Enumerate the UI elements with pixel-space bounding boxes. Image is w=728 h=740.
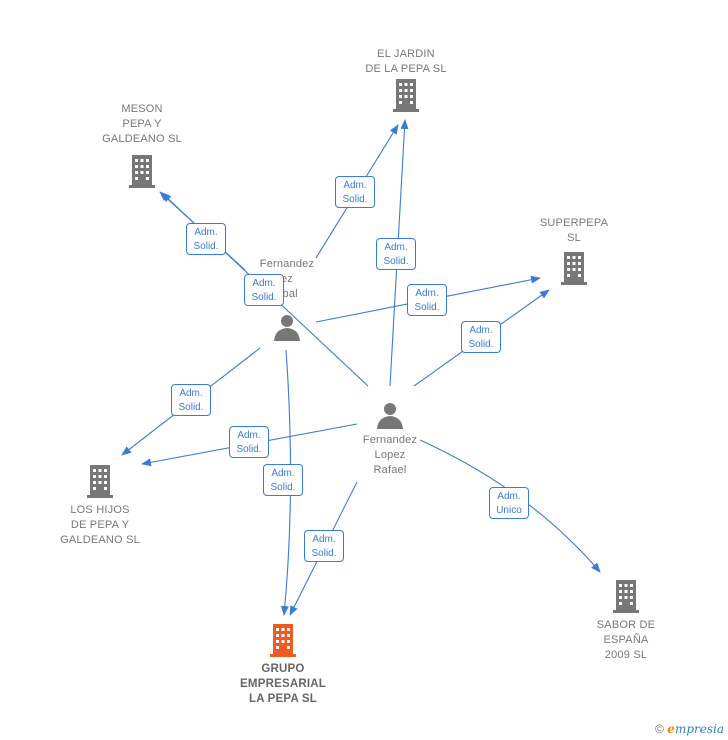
company-label: EL JARDIN DE LA PEPA SL [365, 48, 447, 75]
edge-label-rafael-jardin[interactable]: Adm. Solid. [376, 238, 416, 270]
company-node-hijos[interactable]: LOS HIJOS DE PEPA Y GALDEANO SL [40, 463, 160, 548]
role-line: Unico [496, 505, 522, 516]
person-icon [377, 403, 403, 429]
role-line: Adm. [194, 227, 218, 238]
role-line: Solid. [270, 482, 296, 493]
edge-label-rafael-sabor[interactable]: Adm. Unico [489, 487, 529, 519]
copyright-symbol: © [655, 722, 664, 736]
role-line: Adm. [497, 491, 521, 502]
person-node-rafael[interactable]: Fernandez Lopez Rafael [340, 400, 440, 478]
edge-label-rafael-superpepa[interactable]: Adm. Solid. [461, 321, 501, 353]
edge-label-rafael-grupo[interactable]: Adm. Solid. [304, 530, 344, 562]
edge-label-cristobal-superpepa[interactable]: Adm. Solid. [407, 284, 447, 316]
footer-brand: © empresia [655, 722, 724, 736]
edge-label-cristobal-hijos[interactable]: Adm. Solid. [171, 384, 211, 416]
company-label: SABOR DE ESPAÑA 2009 SL [596, 619, 656, 661]
edge-label-cristobal-jardin[interactable]: Adm. Solid. [335, 176, 375, 208]
role-line: Adm. [237, 430, 261, 441]
company-label: LOS HIJOS DE PEPA Y GALDEANO SL [60, 504, 140, 546]
company-label: SUPERPEPA SL [539, 217, 609, 244]
role-line: Adm. [312, 534, 336, 545]
person-node-cristobal[interactable]: Fernandez ez obal [237, 257, 337, 342]
role-line: Solid. [193, 241, 219, 252]
role-line: Solid. [342, 194, 368, 205]
company-node-meson[interactable]: MESON PEPA Y GALDEANO SL [82, 102, 202, 189]
edge-label-rafael-meson[interactable]: Adm. Solid. [244, 274, 284, 306]
company-node-grupo[interactable]: GRUPO EMPRESARIAL LA PEPA SL [222, 622, 344, 707]
building-icon [393, 79, 419, 112]
role-line: Solid. [178, 402, 204, 413]
brand-logo-initial: e [667, 722, 675, 736]
person-icon [274, 315, 300, 341]
role-line: Adm. [415, 288, 439, 299]
edge-label-cristobal-meson[interactable]: Adm. Solid. [186, 223, 226, 255]
company-node-sabor[interactable]: SABOR DE ESPAÑA 2009 SL [576, 578, 676, 663]
edge-label-cristobal-grupo[interactable]: Adm. Solid. [263, 464, 303, 496]
role-line: Adm. [469, 325, 493, 336]
role-line: Adm. [343, 180, 367, 191]
company-label: MESON PEPA Y GALDEANO SL [102, 103, 182, 145]
building-icon [270, 624, 296, 657]
role-line: Solid. [311, 548, 337, 559]
role-line: Adm. [179, 388, 203, 399]
role-line: Solid. [468, 339, 494, 350]
edge-label-rafael-hijos[interactable]: Adm. Solid. [229, 426, 269, 458]
role-line: Solid. [383, 256, 409, 267]
company-node-superpepa[interactable]: SUPERPEPA SL [524, 216, 624, 286]
building-icon [129, 155, 155, 188]
brand-logo-text: mpresia [674, 722, 724, 736]
role-line: Adm. [252, 278, 276, 289]
building-icon [613, 580, 639, 613]
person-label: Fernandez Lopez Rafael [362, 434, 418, 476]
role-line: Solid. [251, 292, 277, 303]
role-line: Adm. [384, 242, 408, 253]
building-icon [561, 252, 587, 285]
company-node-jardin[interactable]: EL JARDIN DE LA PEPA SL [346, 47, 466, 113]
company-label: GRUPO EMPRESARIAL LA PEPA SL [240, 663, 326, 705]
role-line: Solid. [414, 302, 440, 313]
building-icon [87, 465, 113, 498]
role-line: Solid. [236, 444, 262, 455]
role-line: Adm. [271, 468, 295, 479]
